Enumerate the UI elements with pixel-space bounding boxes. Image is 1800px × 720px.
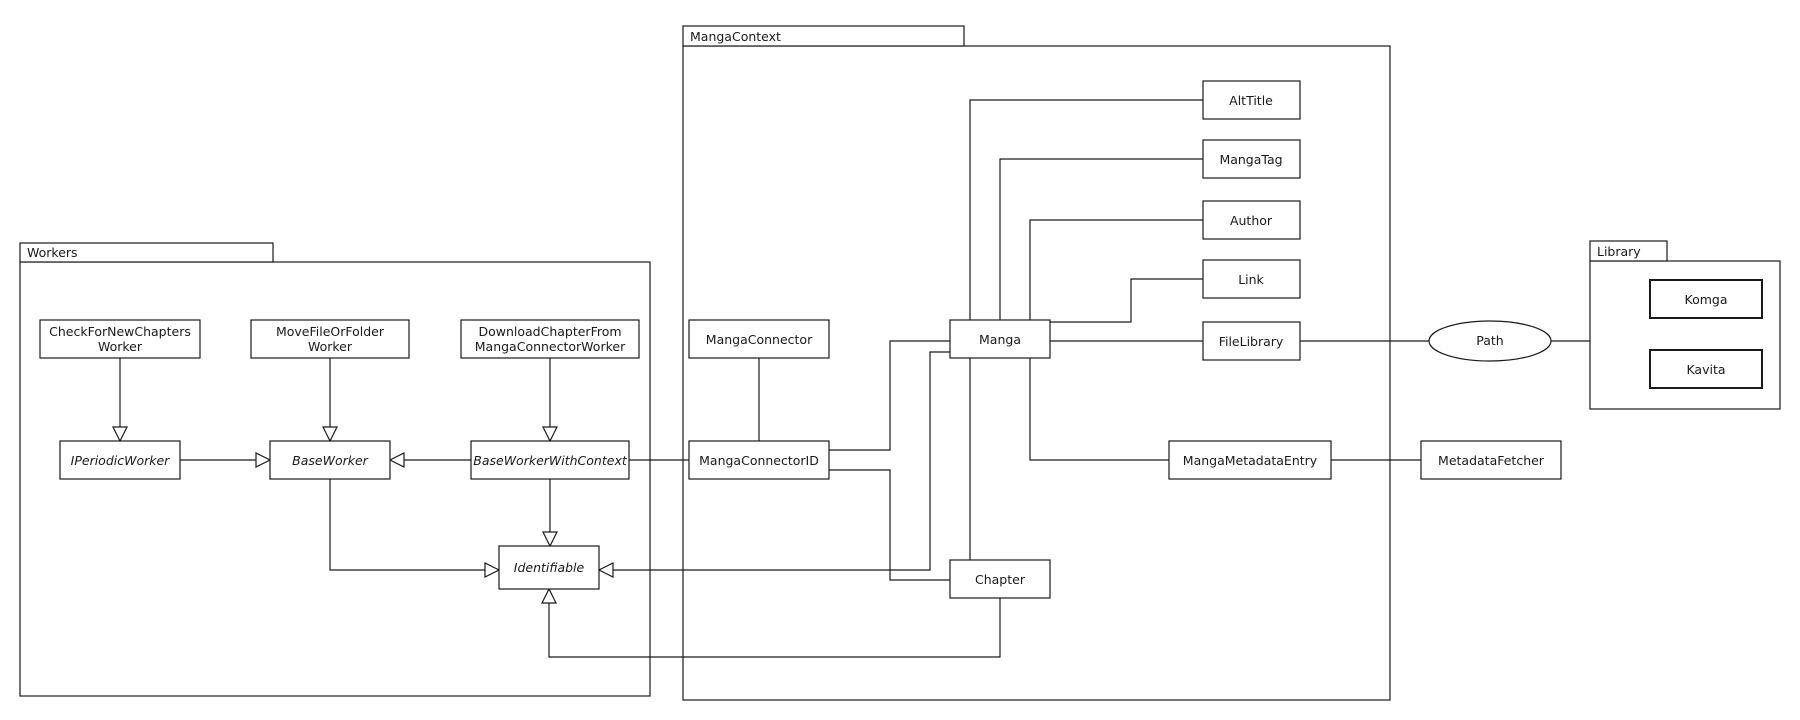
node-komga: Komga	[1649, 279, 1763, 319]
node-label: MetadataFetcher	[1438, 453, 1545, 468]
package-manga-context-label: MangaContext	[690, 29, 781, 44]
node-box	[1202, 200, 1301, 240]
package-manga-context: MangaContext	[682, 25, 1391, 701]
triangle-down-baseworkerwithcontext	[542, 426, 558, 443]
node-label: BaseWorker	[292, 453, 369, 468]
node-label: BaseWorkerWithContext	[473, 453, 628, 468]
node-alt-title: AltTitle	[1202, 80, 1301, 120]
node-path-ellipse: Path	[1428, 320, 1552, 362]
package-library-tab	[1589, 240, 1668, 262]
node-check-for-new-chapters-worker: CheckForNewChapters Worker	[39, 319, 201, 359]
path-ellipse-shape	[1428, 320, 1552, 362]
edge-mangaconnectorid-to-manga	[829, 340, 950, 451]
node-box	[1168, 440, 1332, 480]
node-label: MangaMetadataEntry	[1183, 453, 1318, 468]
node-label: Link	[1238, 272, 1264, 287]
node-label: Chapter	[975, 572, 1026, 587]
node-file-library: FileLibrary	[1202, 321, 1301, 361]
node-box	[498, 545, 600, 590]
triangle-down-identifiable-top	[542, 531, 558, 548]
node-label: Identifiable	[514, 560, 585, 575]
edge-manga-to-mangatag	[999, 158, 1203, 320]
node-label-line1: CheckForNewChapters	[49, 324, 191, 339]
node-label: Path	[1476, 333, 1503, 348]
node-box	[39, 319, 201, 359]
triangle-right-identifiable-left	[484, 562, 501, 578]
node-box	[688, 440, 830, 480]
node-label: IPeriodicWorker	[71, 453, 171, 468]
node-label-line2: Worker	[308, 339, 353, 354]
edge-manga-to-mangametadataentry	[1029, 358, 1169, 461]
node-manga-connector-id: MangaConnectorID	[688, 440, 830, 480]
node-box	[688, 319, 830, 359]
node-box	[269, 440, 391, 480]
node-label: MangaConnectorID	[699, 453, 819, 468]
node-label: Author	[1230, 213, 1273, 228]
node-box	[1202, 80, 1301, 120]
node-base-worker-with-context: BaseWorkerWithContext	[470, 440, 630, 480]
triangle-right-baseworker-left	[255, 452, 272, 468]
node-label-line2: Worker	[98, 339, 143, 354]
node-kavita: Kavita	[1649, 349, 1763, 389]
node-label: MangaConnector	[706, 332, 813, 347]
node-label-line2: MangaConnectorWorker	[475, 339, 626, 354]
edge-manga-to-author	[1029, 219, 1203, 320]
triangle-down-iperiodicworker	[112, 426, 128, 443]
node-manga: Manga	[949, 319, 1051, 359]
triangle-left-identifiable-right	[597, 562, 614, 578]
node-manga-metadata-entry: MangaMetadataEntry	[1168, 440, 1332, 480]
node-manga-tag: MangaTag	[1202, 139, 1301, 179]
node-label: AltTitle	[1229, 93, 1273, 108]
node-box	[1649, 279, 1763, 319]
node-label-line1: MoveFileOrFolder	[276, 324, 385, 339]
node-box	[1202, 321, 1301, 361]
inheritance-arrowheads	[112, 426, 614, 604]
triangle-down-baseworker	[322, 426, 338, 443]
node-move-file-or-folder-worker: MoveFileOrFolder Worker	[250, 319, 410, 359]
node-label: MangaTag	[1219, 152, 1282, 167]
node-link: Link	[1202, 259, 1301, 299]
node-manga-connector: MangaConnector	[688, 319, 830, 359]
edge-manga-to-identifiable	[613, 351, 950, 571]
node-label: Kavita	[1686, 362, 1725, 377]
node-base-worker: BaseWorker	[269, 440, 391, 480]
node-download-chapter-from-manga-connector-worker: DownloadChapterFrom MangaConnectorWorker	[460, 319, 640, 359]
package-workers-tab	[19, 242, 274, 263]
node-box	[949, 319, 1051, 359]
package-library-label: Library	[1597, 244, 1641, 259]
node-chapter: Chapter	[949, 559, 1051, 599]
node-box	[470, 440, 630, 480]
edge-manga-to-link	[1050, 278, 1203, 323]
edge-baseworker-to-identifiable	[329, 479, 485, 571]
node-box	[1202, 139, 1301, 179]
node-metadata-fetcher: MetadataFetcher	[1420, 440, 1562, 480]
edge-mangaconnectorid-to-chapter	[829, 469, 950, 581]
triangle-left-baseworker-right	[388, 452, 405, 468]
edge-manga-to-alttitle	[969, 99, 1203, 320]
node-box	[250, 319, 410, 359]
node-iperiodic-worker: IPeriodicWorker	[59, 440, 181, 480]
node-box	[1420, 440, 1562, 480]
node-author: Author	[1202, 200, 1301, 240]
node-label: FileLibrary	[1219, 334, 1284, 349]
package-manga-context-tab	[682, 25, 965, 47]
diagram-edges	[119, 99, 1590, 658]
node-identifiable: Identifiable	[498, 545, 600, 590]
package-workers-label: Workers	[27, 245, 78, 260]
node-label-line1: DownloadChapterFrom	[478, 324, 621, 339]
node-box	[460, 319, 640, 359]
node-box	[59, 440, 181, 480]
triangle-up-identifiable-bottom	[541, 587, 557, 604]
node-label: Komga	[1685, 292, 1728, 307]
node-box	[1649, 349, 1763, 389]
edge-chapter-to-identifiable	[548, 598, 1001, 658]
node-box	[1202, 259, 1301, 299]
node-label: Manga	[979, 332, 1021, 347]
node-box	[949, 559, 1051, 599]
